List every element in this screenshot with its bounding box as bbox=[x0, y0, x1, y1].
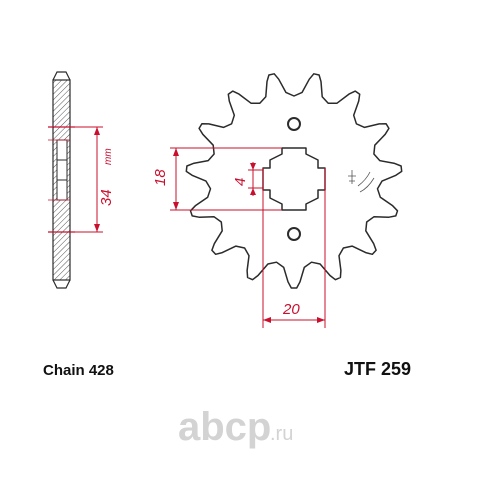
side-width-value: 34 bbox=[98, 189, 115, 206]
bore-width-arrow-left bbox=[263, 317, 271, 323]
keyway-value: 4 bbox=[232, 178, 249, 186]
spline-bore bbox=[262, 147, 326, 211]
side-profile-bottom-tooth bbox=[52, 279, 71, 289]
watermark-brand: abcp bbox=[178, 405, 271, 449]
front-view bbox=[185, 73, 403, 289]
part-number: JTF 259 bbox=[344, 359, 411, 379]
watermark-domain: .ru bbox=[270, 423, 293, 445]
bolt-hole-bottom bbox=[287, 227, 301, 241]
spline-height-arrow-bottom bbox=[173, 202, 179, 210]
bore-width-value: 20 bbox=[282, 301, 300, 318]
side-profile-view: 34 mm bbox=[48, 71, 115, 289]
front-dimensions: 18 4 20 bbox=[152, 147, 326, 328]
spline-height-arrow-top bbox=[173, 148, 179, 156]
abcp-logo: abcp .ru bbox=[178, 405, 293, 449]
rotation-symbol bbox=[348, 170, 375, 193]
keyway-arrow-top bbox=[250, 163, 256, 170]
side-profile-hub-recess bbox=[56, 139, 68, 201]
side-profile-top-tooth bbox=[52, 71, 71, 81]
keyway-arrow-bottom bbox=[250, 188, 256, 195]
spline-height-value: 18 bbox=[152, 169, 169, 186]
bolt-hole-top bbox=[287, 117, 301, 131]
chain-label: Chain 428 bbox=[43, 362, 114, 379]
side-width-arrow-top bbox=[94, 127, 100, 135]
side-width-arrow-bottom bbox=[94, 224, 100, 232]
bore-width-arrow-right bbox=[317, 317, 325, 323]
side-width-unit: mm bbox=[103, 148, 114, 165]
